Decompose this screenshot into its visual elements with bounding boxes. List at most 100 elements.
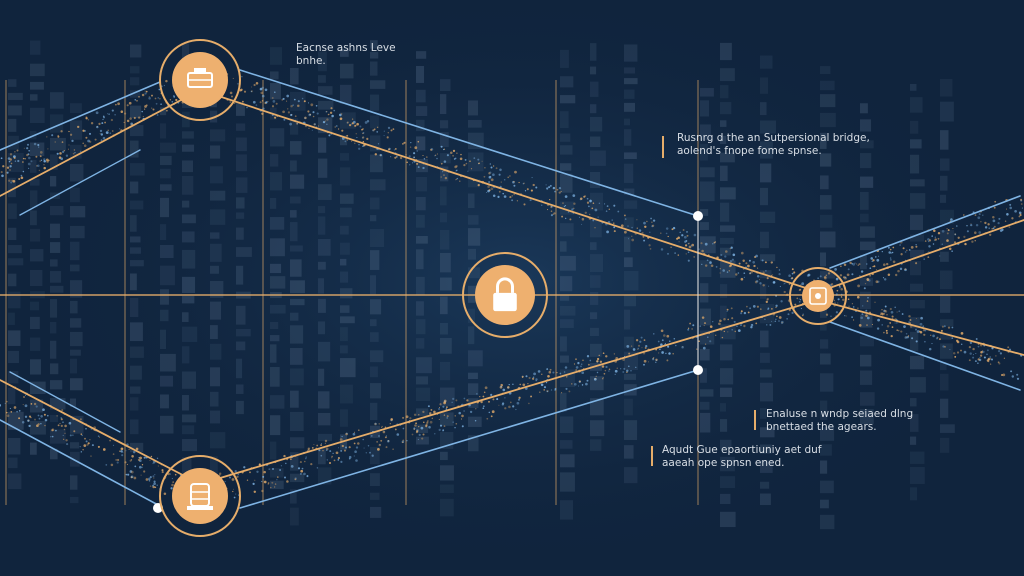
data-column-cell bbox=[560, 472, 575, 492]
particle bbox=[344, 446, 348, 449]
particle bbox=[46, 136, 48, 138]
data-column-cell bbox=[270, 322, 279, 329]
particle bbox=[693, 255, 696, 258]
particle bbox=[867, 296, 869, 299]
particle bbox=[126, 119, 130, 123]
data-column-cell bbox=[236, 358, 243, 379]
particle bbox=[438, 408, 440, 410]
particle bbox=[635, 339, 639, 342]
particle bbox=[293, 98, 296, 101]
particle bbox=[900, 330, 903, 333]
particle bbox=[579, 380, 581, 383]
data-column-cell bbox=[416, 408, 429, 417]
particle bbox=[309, 113, 312, 116]
particle bbox=[951, 337, 954, 339]
particle bbox=[909, 318, 912, 322]
particle bbox=[280, 465, 283, 467]
particle bbox=[736, 325, 738, 328]
particle bbox=[602, 378, 604, 380]
particle bbox=[498, 173, 501, 176]
particle bbox=[144, 92, 147, 95]
particle bbox=[876, 258, 880, 262]
data-column-cell bbox=[30, 94, 38, 101]
particle bbox=[647, 361, 650, 363]
particle bbox=[608, 208, 611, 210]
particle bbox=[425, 156, 428, 159]
particle bbox=[433, 410, 436, 414]
particle bbox=[364, 121, 368, 124]
particle bbox=[385, 446, 388, 449]
particle bbox=[9, 407, 12, 410]
particle bbox=[403, 141, 406, 144]
particle bbox=[653, 333, 655, 335]
particle bbox=[392, 448, 394, 450]
particle bbox=[355, 446, 359, 449]
particle bbox=[796, 297, 799, 300]
particle bbox=[74, 151, 76, 154]
particle bbox=[442, 171, 444, 173]
particle bbox=[768, 285, 770, 287]
particle bbox=[242, 100, 244, 103]
particle bbox=[559, 372, 562, 375]
particle bbox=[657, 340, 660, 343]
particle bbox=[488, 180, 491, 184]
particle bbox=[1021, 207, 1023, 209]
particle bbox=[446, 154, 449, 157]
data-column-cell bbox=[70, 144, 82, 159]
particle bbox=[637, 344, 641, 347]
particle bbox=[379, 154, 382, 157]
node-ring bbox=[462, 252, 548, 338]
data-column-cell bbox=[30, 249, 44, 262]
particle bbox=[752, 260, 756, 264]
particle bbox=[513, 181, 515, 183]
data-column-cell bbox=[70, 241, 80, 261]
data-column-cell bbox=[50, 137, 66, 151]
particle bbox=[514, 170, 517, 174]
data-column-cell bbox=[910, 179, 925, 187]
particle bbox=[1008, 226, 1011, 228]
particle bbox=[731, 328, 733, 331]
particle bbox=[40, 159, 43, 161]
particle bbox=[173, 95, 175, 97]
particle bbox=[924, 329, 927, 332]
particle bbox=[37, 423, 40, 426]
particle bbox=[951, 250, 953, 252]
database-icon bbox=[187, 483, 213, 510]
particle bbox=[99, 129, 103, 133]
particle bbox=[897, 269, 900, 273]
particle bbox=[340, 113, 343, 115]
particle bbox=[905, 336, 907, 338]
particle bbox=[582, 359, 584, 362]
data-column-cell bbox=[700, 144, 708, 161]
particle bbox=[643, 239, 646, 242]
data-column-cell bbox=[590, 66, 597, 75]
particle bbox=[749, 272, 752, 275]
particle bbox=[756, 275, 760, 278]
data-column-cell bbox=[270, 304, 286, 314]
data-column-cell bbox=[130, 346, 144, 358]
particle bbox=[572, 194, 576, 197]
particle bbox=[904, 336, 908, 339]
particle bbox=[390, 418, 393, 421]
particle bbox=[54, 429, 57, 432]
particle bbox=[410, 142, 412, 144]
particle bbox=[528, 376, 531, 380]
particle bbox=[61, 409, 64, 412]
particle bbox=[13, 406, 17, 409]
data-column-cell bbox=[468, 267, 480, 279]
particle bbox=[723, 330, 725, 333]
data-column-cell bbox=[160, 394, 169, 409]
particle bbox=[800, 284, 802, 286]
data-column-cell bbox=[624, 336, 634, 349]
particle bbox=[571, 383, 573, 385]
particle bbox=[327, 114, 329, 116]
particle bbox=[20, 174, 23, 177]
data-column-cell bbox=[416, 119, 425, 132]
data-column-cell bbox=[30, 420, 46, 435]
data-column-cell bbox=[236, 177, 248, 193]
particle bbox=[115, 103, 117, 106]
particle bbox=[316, 467, 319, 469]
data-column-cell bbox=[440, 337, 452, 354]
data-column-cell bbox=[130, 90, 141, 98]
particle bbox=[129, 117, 132, 120]
